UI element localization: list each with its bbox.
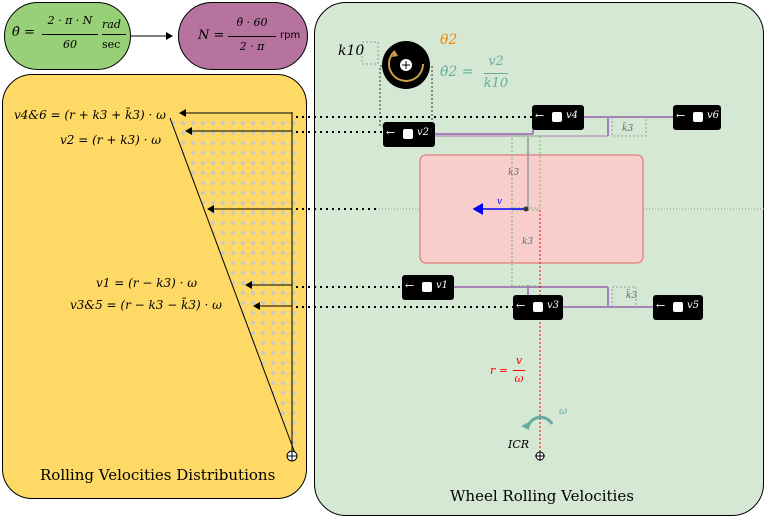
target-icon [403,129,413,139]
theta-dot-unit-num: rad [102,18,121,31]
arrow-left-icon: ← [656,299,666,312]
icr-label: ICR [508,438,530,451]
wheel-v5[interactable]: ← v5 [653,295,703,320]
target-icon [673,302,683,312]
equation-v2: v2 = (r + k3) · ω [60,133,162,147]
radius-den: ω [514,372,524,385]
rpm-numerator: θ̇ · 60 [236,16,268,29]
velocity-label: v [497,197,503,207]
equation-v4-v6: v4&6 = (r + k3 + k̄3) · ω [14,108,166,122]
wheel-v1-label: v1 [436,280,449,291]
arrow-left-icon: ← [535,109,545,122]
theta2-label: θ2 [440,32,458,48]
arrow-left-icon: ← [676,109,686,122]
distribution-hypotenuse [169,117,297,457]
target-icon [552,112,562,122]
k10-label: k10 [338,43,365,59]
wheel-v3-label: v3 [547,300,560,311]
arrow-left-icon: ← [386,126,396,139]
vehicle-body [419,154,644,264]
wheel-v1[interactable]: ← v1 [402,275,454,300]
k3-upper-label: k3 [508,168,520,178]
theta-dot-numerator: 2 · π · N [47,14,93,27]
omega-label: ω [559,406,568,417]
omega-rotation-icon [526,415,554,428]
rpm-lhs: N = [198,28,225,43]
target-icon [693,112,703,122]
wheel-v5-label: v5 [687,300,700,311]
wheel-v2[interactable]: ← v2 [383,122,435,147]
theta-dot-formula-box [4,2,131,70]
k3-bar-bottom-label: k̄3 [626,291,638,301]
radius-lhs: r = [490,364,508,377]
theta-dot-denominator: 60 [63,38,77,51]
theta-dot-lhs: θ̇ = [12,25,35,40]
wheel-v3[interactable]: ← v3 [513,295,563,320]
wheel-v6[interactable]: ← v6 [673,105,721,130]
wheel-v4-label: v4 [566,110,579,121]
wheel-v6-label: v6 [707,110,720,121]
distribution-title: Rolling Velocities Distributions [40,466,276,484]
theta-dot-unit-den: sec [102,38,121,51]
k3-lower-label: k3 [522,237,534,247]
theta2-dot-num: v2 [488,54,504,69]
wheel-v4[interactable]: ← v4 [532,105,584,130]
wheel-velocities-title: Wheel Rolling Velocities [450,487,634,505]
equation-v3-v5: v3&5 = (r − k3 − k̄3) · ω [70,298,222,312]
k3-bar-top-label: k̄3 [622,124,634,134]
target-icon [422,282,432,292]
arrow-left-icon: ← [516,299,526,312]
theta2-dot-lhs: θ̇2 = [440,64,474,80]
rpm-unit: rpm [280,30,301,41]
arrow-left-icon: ← [405,279,415,292]
theta2-dot-den: k10 [483,76,509,91]
wheel-v2-label: v2 [417,127,430,138]
equation-v1: v1 = (r − k3) · ω [96,276,198,290]
rpm-denominator: 2 · π [239,40,265,53]
target-icon [533,302,543,312]
radius-num: v [515,354,523,367]
